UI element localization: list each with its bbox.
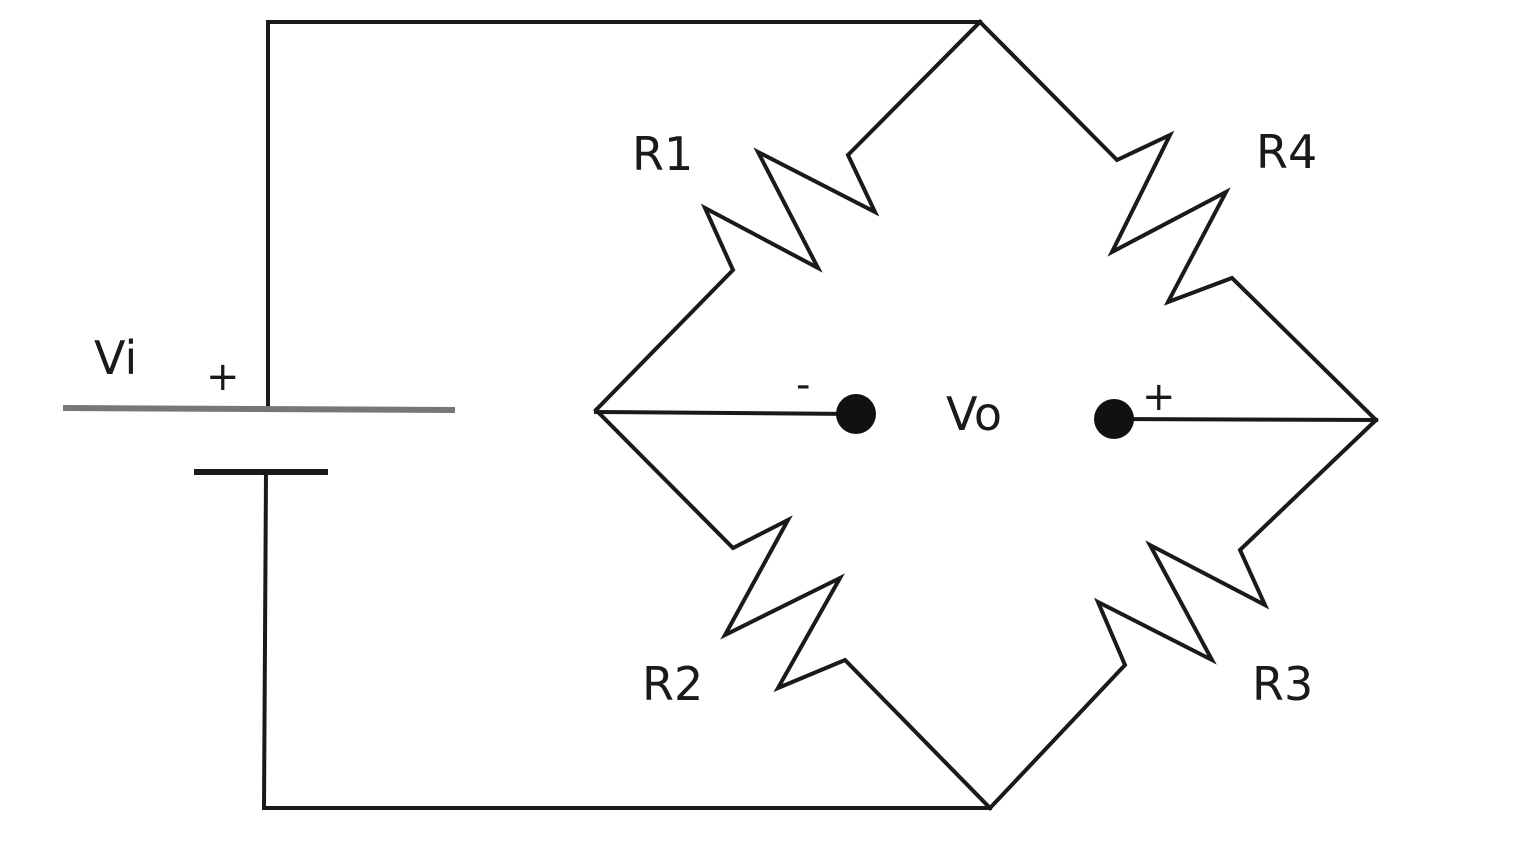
vo-terminal-negative — [836, 394, 876, 434]
label-r1: R1 — [632, 127, 693, 181]
resistor-r3 — [987, 417, 1379, 811]
vi-plus-sign: + — [206, 354, 240, 400]
vo-lead-right — [1111, 416, 1379, 423]
resistor-r4 — [977, 19, 1379, 423]
battery-plate-long — [62, 404, 456, 414]
vo-plus-sign: + — [1142, 374, 1176, 420]
wire-top — [266, 20, 982, 410]
label-r3: R3 — [1252, 657, 1313, 711]
label-r4: R4 — [1256, 125, 1317, 179]
label-vi: Vi — [94, 331, 137, 385]
resistor-r1 — [593, 19, 983, 413]
wire-bottom — [261, 469, 992, 810]
vo-lead-left — [593, 409, 859, 417]
label-r2: R2 — [642, 657, 703, 711]
vo-minus-sign: - — [796, 362, 810, 408]
resistor-r2 — [593, 407, 993, 811]
label-vo: Vo — [946, 387, 1002, 441]
vo-terminal-positive — [1094, 399, 1134, 439]
